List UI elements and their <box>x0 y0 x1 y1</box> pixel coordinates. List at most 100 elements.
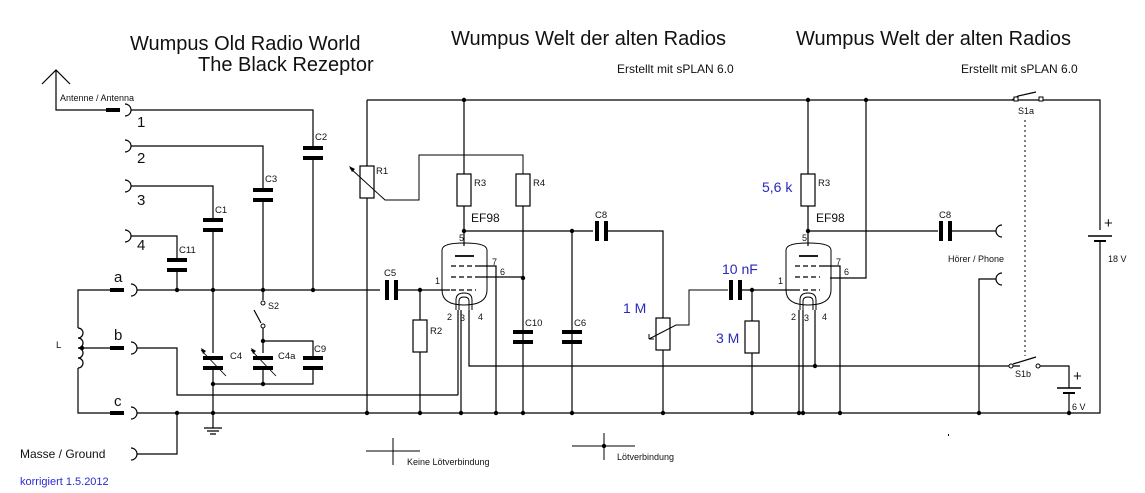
capacitor-c1 <box>203 218 223 232</box>
legend-junction-label: Lötverbindung <box>617 452 674 462</box>
label-r1: R1 <box>376 166 388 177</box>
label-r4: R4 <box>533 178 545 189</box>
terminal-4-socket <box>124 229 132 243</box>
legend-junction <box>572 433 635 460</box>
label-s2: S2 <box>268 301 279 311</box>
corrected-date: korrigiert 1.5.2012 <box>20 476 109 488</box>
phone-socket-1 <box>995 224 1003 238</box>
terminal-b-socket <box>130 341 138 355</box>
value-pot: 1 M <box>623 300 646 316</box>
capacitor-c8 <box>595 221 608 241</box>
resistor-r3-stage2 <box>800 173 816 207</box>
label-c10: C10 <box>525 318 542 329</box>
battery-18v-plus: + <box>1104 215 1113 232</box>
label-c3: C3 <box>265 174 277 185</box>
switch-s1b <box>1008 363 1014 369</box>
value-r3-stage2: 5,6 k <box>762 179 793 195</box>
terminal-c-label: c <box>114 393 122 410</box>
terminal-3-socket <box>124 179 132 193</box>
terminal-3-label: 3 <box>137 192 145 209</box>
capacitor-c11 <box>167 258 187 272</box>
terminal-b-label: b <box>114 327 122 344</box>
title-left-2: The Black Rezeptor <box>198 54 374 76</box>
terminal-ground-socket <box>130 447 138 461</box>
resistor-r1 <box>359 165 375 199</box>
tube2-pin-6: 6 <box>844 267 849 277</box>
label-s1b: S1b <box>1015 369 1031 379</box>
ground-label: Masse / Ground <box>20 447 105 461</box>
title-center: Wumpus Welt der alten Radios <box>451 28 726 50</box>
tube2-pin-1: 1 <box>778 276 783 286</box>
value-coupling-cap: 10 nF <box>722 261 758 277</box>
terminal-a-label: a <box>114 269 123 286</box>
terminal-a-socket <box>130 283 138 297</box>
switch-s2 <box>253 309 262 324</box>
tube2-pin-5: 5 <box>802 233 807 243</box>
battery-6v-plus: + <box>1073 368 1082 385</box>
subtitle-right: Erstellt mit sPLAN 6.0 <box>961 62 1078 76</box>
tube1-pin-4: 4 <box>478 312 483 322</box>
capacitor-c5 <box>385 280 398 300</box>
label-c8-stage2: C8 <box>939 210 951 221</box>
label-tube-2: EF98 <box>816 211 845 225</box>
label-c1: C1 <box>215 205 227 216</box>
capacitor-c2 <box>303 146 323 160</box>
coil-l <box>77 327 84 369</box>
title-left-1: Wumpus Old Radio World <box>130 33 360 55</box>
capacitor-10nf <box>729 280 742 300</box>
label-r3: R3 <box>474 178 486 189</box>
capacitor-c3 <box>253 188 273 202</box>
tube2-pin-2: 2 <box>791 312 796 322</box>
capacitor-c4a-variable <box>250 348 277 377</box>
label-c11: C11 <box>179 245 196 256</box>
subtitle-center: Erstellt mit sPLAN 6.0 <box>617 62 734 76</box>
tube1-pin-6: 6 <box>500 267 505 277</box>
value-grid-res: 3 M <box>716 330 739 346</box>
label-l: L <box>56 340 61 351</box>
label-c4a: C4a <box>278 351 296 362</box>
resistor-r2 <box>412 319 428 353</box>
resistor-r4 <box>515 173 531 207</box>
antenna-label: Antenne / Antenna <box>60 93 134 103</box>
tube-ef98-2 <box>785 242 832 310</box>
phone-label: Hörer / Phone <box>948 254 1004 264</box>
title-right: Wumpus Welt der alten Radios <box>796 28 1071 50</box>
tube-ef98-1 <box>441 242 488 310</box>
tube2-pin-3: 3 <box>804 313 809 323</box>
tube2-pin-4: 4 <box>822 312 827 322</box>
battery-6v-label: 6 V <box>1072 402 1086 412</box>
phone-socket-2 <box>995 272 1003 286</box>
label-c5: C5 <box>384 268 396 279</box>
capacitor-c9 <box>303 356 323 370</box>
capacitor-c8-stage2 <box>939 221 952 241</box>
terminal-1-label: 1 <box>137 114 145 131</box>
antenna-icon <box>41 69 132 117</box>
label-r3-stage2: R3 <box>818 178 830 189</box>
tube2-pin-7: 7 <box>836 257 841 267</box>
label-tube-1: EF98 <box>471 211 500 225</box>
terminal-c-socket <box>130 406 138 420</box>
capacitor-c6 <box>562 330 582 344</box>
legend-no-junction <box>366 438 420 465</box>
battery-18v-label: 18 V <box>1108 254 1127 264</box>
label-c2: C2 <box>315 132 327 143</box>
resistor-3m <box>744 320 760 354</box>
label-s1a: S1a <box>1018 106 1034 116</box>
tube1-pin-2: 2 <box>447 312 452 322</box>
terminal-4-label: 4 <box>137 237 145 254</box>
legend-no-junction-label: Keine Lötverbindung <box>407 457 490 467</box>
label-c4: C4 <box>230 351 242 362</box>
tube1-pin-1: 1 <box>435 276 440 286</box>
capacitor-c4-variable <box>200 348 227 377</box>
ground-icon <box>204 413 222 435</box>
capacitor-c10 <box>513 330 533 344</box>
label-c9: C9 <box>314 344 326 355</box>
label-r2: R2 <box>430 326 442 337</box>
switch-s1a <box>1013 96 1019 102</box>
terminal-2-label: 2 <box>137 150 145 167</box>
label-c8: C8 <box>595 210 607 221</box>
terminal-2-socket <box>124 139 132 153</box>
tube1-pin-5: 5 <box>459 233 464 243</box>
label-c6: C6 <box>574 318 586 329</box>
